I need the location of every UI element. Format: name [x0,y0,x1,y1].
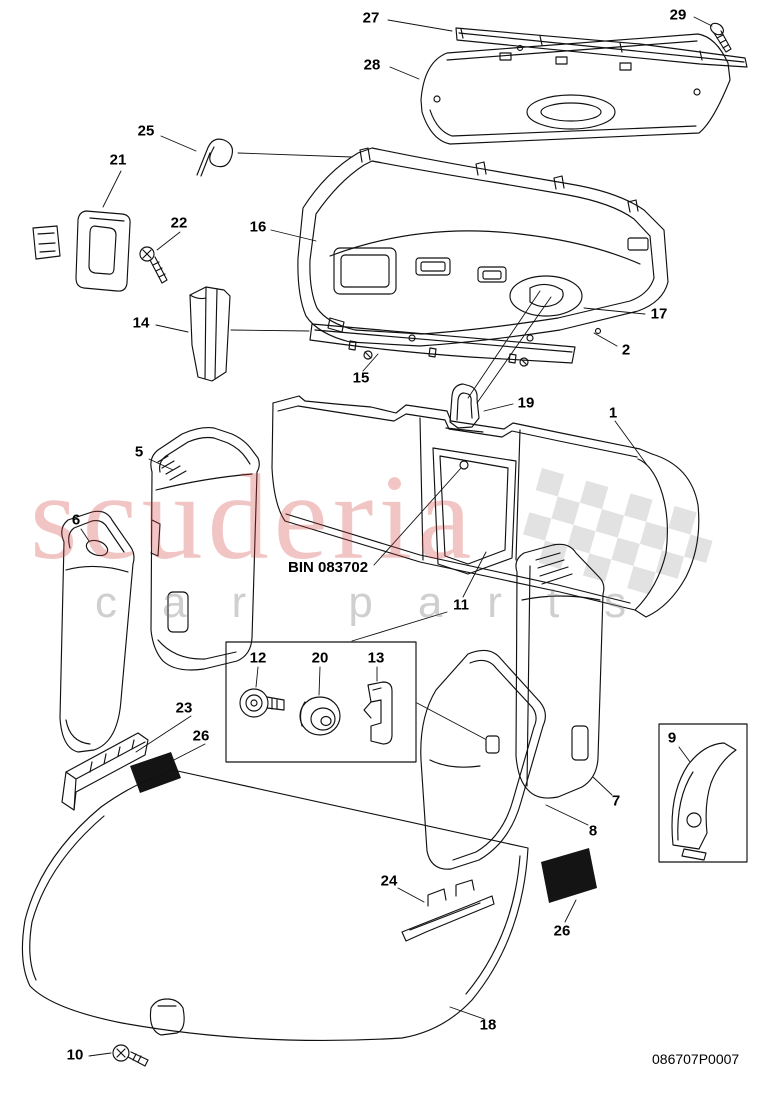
part-27-sill-strip [455,27,748,68]
part-10-screw [112,1044,149,1067]
callout-17: 17 [650,305,668,323]
callout-18: 18 [479,1016,497,1034]
callout-27: 27 [362,9,380,27]
part-14-bracket [189,286,231,382]
part-25-clip [196,138,234,177]
callout-5: 5 [134,443,144,461]
callout-1: 1 [608,404,618,422]
fastener-box [225,641,417,763]
callout-21: 21 [109,151,127,169]
callout-16: 16 [249,218,267,236]
part-8-trim [420,649,546,870]
callout-26-right: 26 [553,922,571,940]
callout-8: 8 [588,822,598,840]
part-5-left-trim [150,427,260,671]
part-9-box [658,723,748,863]
callout-28: 28 [363,56,381,74]
part-28-shelf-panel [420,33,731,145]
part-1-rear-trim-panel [271,395,700,618]
callout-13: 13 [367,649,385,667]
part-29-screw [710,22,732,53]
part-26-pad-left [130,752,181,793]
checkered-flag-watermark [522,468,713,595]
callout-26-left: 26 [192,727,210,745]
callout-15: 15 [352,369,370,387]
part-26-pad-right [541,848,597,903]
part-22-screw [139,246,168,284]
callout-6: 6 [71,511,81,529]
part-21-bezel [75,210,131,292]
part-24-bracket [401,879,495,942]
bin-label: BIN 083702 [288,559,369,576]
callout-20: 20 [311,649,329,667]
part-16-trunklid-trim [297,147,669,347]
callout-24: 24 [380,872,398,890]
part-7-right-trim [515,543,605,799]
callout-25: 25 [137,122,155,140]
part-13-hook [363,681,393,745]
callout-14: 14 [132,314,150,332]
part-11-window [432,447,517,575]
document-number: 086707P0007 [652,1051,740,1067]
part-23-sill [61,732,149,811]
part-18-floor-mat [21,769,529,1042]
part-19-bracket [445,383,484,433]
callout-22: 22 [170,214,188,232]
part-21-latch-clip [32,225,61,260]
part-12-grommet [239,688,285,718]
callout-9: 9 [667,729,677,747]
callout-29: 29 [669,6,687,24]
callout-23: 23 [175,699,193,717]
callout-11: 11 [453,596,469,614]
callout-19: 19 [517,394,535,412]
part-6-trim [59,510,135,753]
part-15-sill-strip [309,323,576,367]
leader-lines [80,16,713,1057]
part-20-grommet [299,696,341,736]
callout-12: 12 [249,649,267,667]
callout-10: 10 [66,1046,84,1064]
callout-7: 7 [611,792,621,810]
callout-2: 2 [621,341,631,359]
part-9-arch-cover [671,742,737,861]
